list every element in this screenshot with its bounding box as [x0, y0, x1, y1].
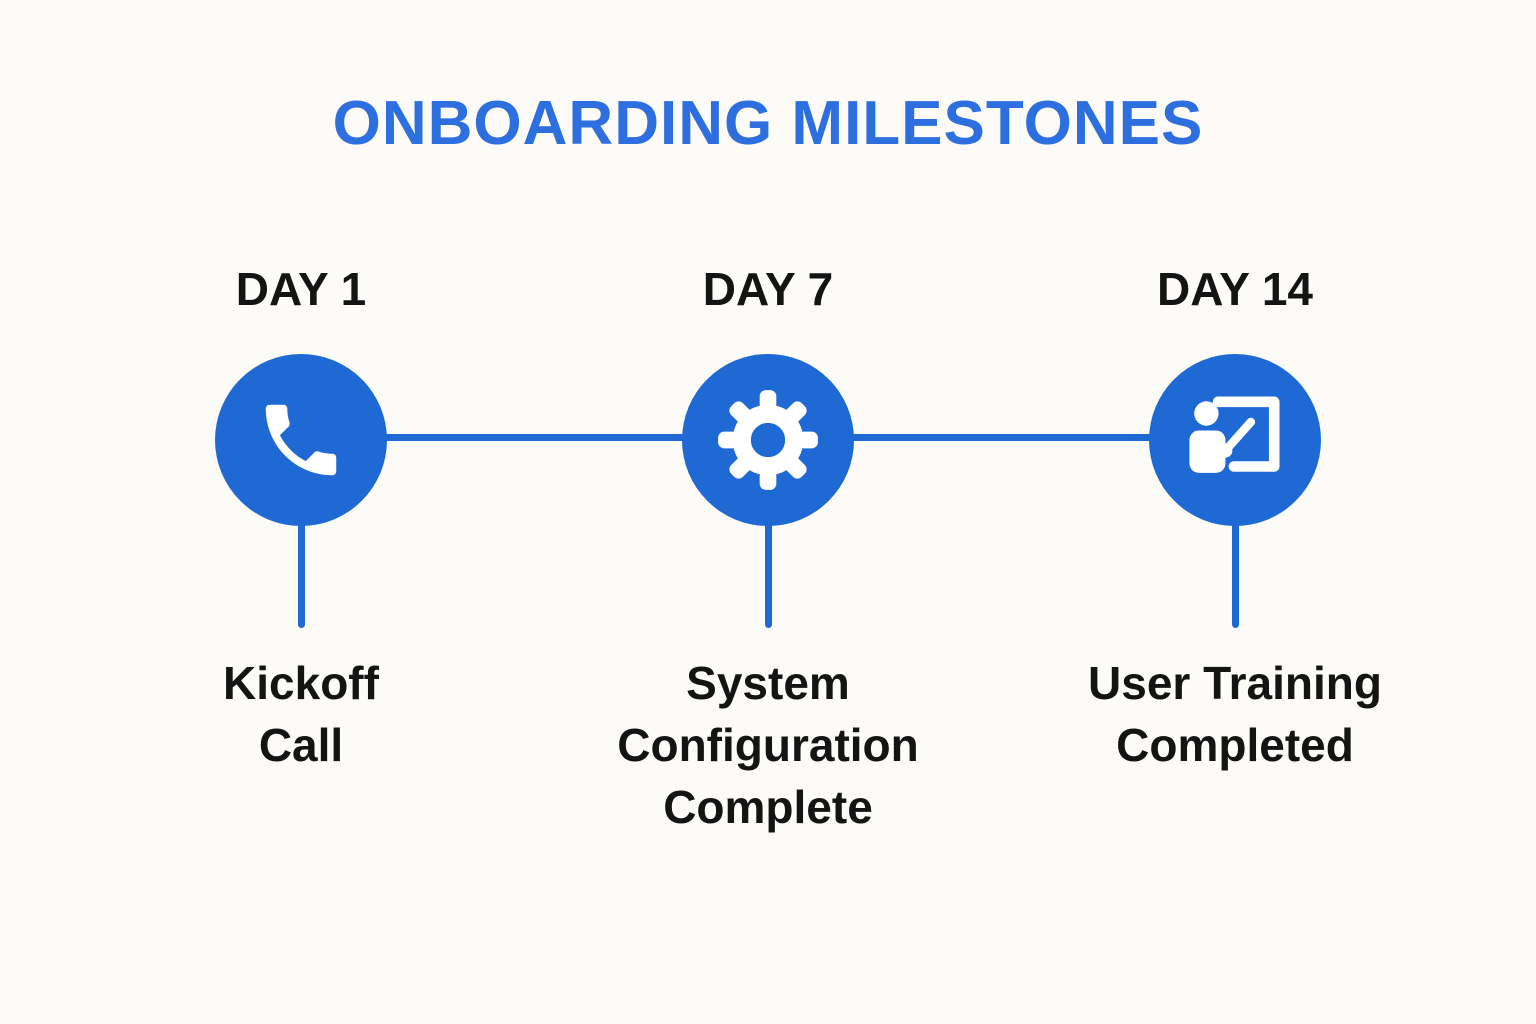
milestone-day-label: DAY 1: [235, 263, 367, 315]
milestone-day-7: DAY 7: [568, 0, 968, 1024]
gear-icon: [716, 388, 820, 492]
milestone-day-label: DAY 14: [1156, 263, 1313, 315]
training-presentation-icon: [1182, 387, 1288, 493]
milestone-stem-line: [1231, 440, 1239, 628]
milestone-day-label: DAY 7: [702, 263, 834, 315]
milestone-day-1: DAY 1 Kickoff Call: [101, 0, 501, 1024]
milestone-label: System Configuration Complete: [617, 657, 919, 833]
milestone-circle: [215, 354, 387, 526]
phone-icon: [254, 393, 348, 487]
milestone-stem-line: [297, 440, 305, 628]
milestone-day-14: DAY 14 User Training Completed: [1035, 0, 1435, 1024]
milestone-label: User Training Completed: [1088, 657, 1382, 771]
milestone-circle: [682, 354, 854, 526]
milestone-label: Kickoff Call: [223, 657, 379, 771]
milestone-circle: [1149, 354, 1321, 526]
page-title: ONBOARDING MILESTONES: [332, 89, 1204, 158]
milestone-stem-line: [764, 440, 772, 628]
